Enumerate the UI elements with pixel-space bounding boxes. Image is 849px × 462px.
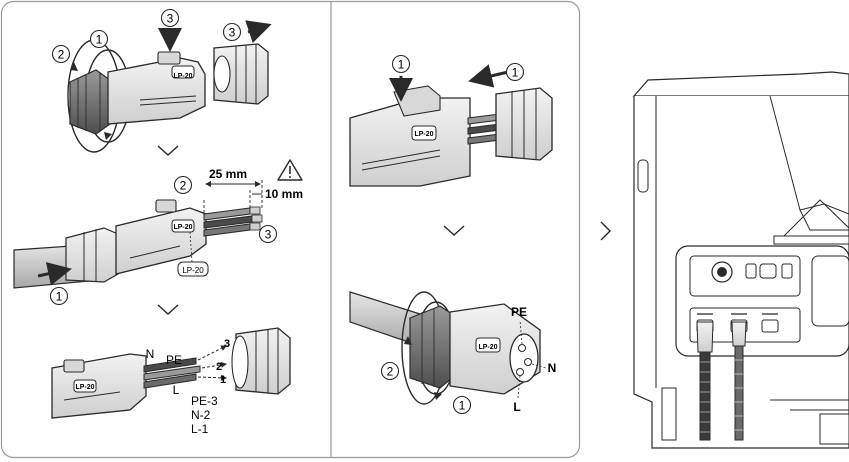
svg-text:2: 2 xyxy=(387,365,394,379)
wire-label-n: N xyxy=(146,347,155,361)
chevron-down-icon xyxy=(157,145,179,156)
pin-map-line: L-1 xyxy=(191,422,209,436)
step-strip-cable xyxy=(13,180,263,289)
step-marker: 2 xyxy=(173,175,193,195)
socket-label-pe: PE xyxy=(511,305,527,319)
chevron-down-icon xyxy=(157,304,179,315)
step-marker: 3 xyxy=(258,224,278,244)
wire-label-pe: PE xyxy=(166,353,182,367)
connector-model-tag: LP-20 xyxy=(182,266,204,275)
step-marker: 1 xyxy=(452,395,472,415)
pin-label: 3 xyxy=(224,338,230,350)
connector-model-label: LP-20 xyxy=(173,224,192,231)
strip-length-label: 25 mm xyxy=(209,167,247,181)
svg-text:2: 2 xyxy=(58,48,65,62)
svg-text:1: 1 xyxy=(459,399,466,413)
connector-model-label: LP-20 xyxy=(478,344,497,351)
step-marker: 3 xyxy=(160,8,180,28)
step-marker: 2 xyxy=(380,361,400,381)
svg-text:1: 1 xyxy=(512,66,519,80)
step-marker: 1 xyxy=(49,286,69,306)
svg-text:3: 3 xyxy=(229,26,236,40)
chevron-right-icon xyxy=(600,221,611,241)
svg-text:1: 1 xyxy=(96,33,103,47)
wire-end-length-label: 10 mm xyxy=(265,187,303,201)
pin-label: 2 xyxy=(216,361,222,373)
step-marker: 3 xyxy=(222,22,242,42)
step-marker: 1 xyxy=(505,62,525,82)
pin-label: 1 xyxy=(220,374,226,386)
connector-model-label: LP-20 xyxy=(75,384,94,391)
pin-map-line: PE-3 xyxy=(191,394,218,408)
socket-label-n: N xyxy=(548,361,557,375)
step-marker: 1 xyxy=(89,29,109,49)
pin-map-line: N-2 xyxy=(191,408,211,422)
step-marker: 1 xyxy=(391,54,411,74)
svg-text:2: 2 xyxy=(180,179,187,193)
socket-label-l: L xyxy=(513,400,520,414)
step-connect-wires xyxy=(51,327,291,419)
step-marker: 2 xyxy=(51,44,71,64)
step-assemble xyxy=(349,64,553,187)
connector-model-label: LP-20 xyxy=(173,73,192,80)
device-illustration xyxy=(632,71,849,449)
svg-text:1: 1 xyxy=(56,290,63,304)
warning-icon xyxy=(277,159,303,181)
svg-text:3: 3 xyxy=(167,12,174,26)
step-disassemble xyxy=(67,20,272,153)
connector-model-label: LP-20 xyxy=(414,131,433,138)
svg-text:3: 3 xyxy=(265,228,272,242)
chevron-down-icon xyxy=(443,225,465,236)
step-tighten xyxy=(349,291,547,405)
wire-label-l: L xyxy=(173,383,180,397)
svg-text:1: 1 xyxy=(398,58,405,72)
